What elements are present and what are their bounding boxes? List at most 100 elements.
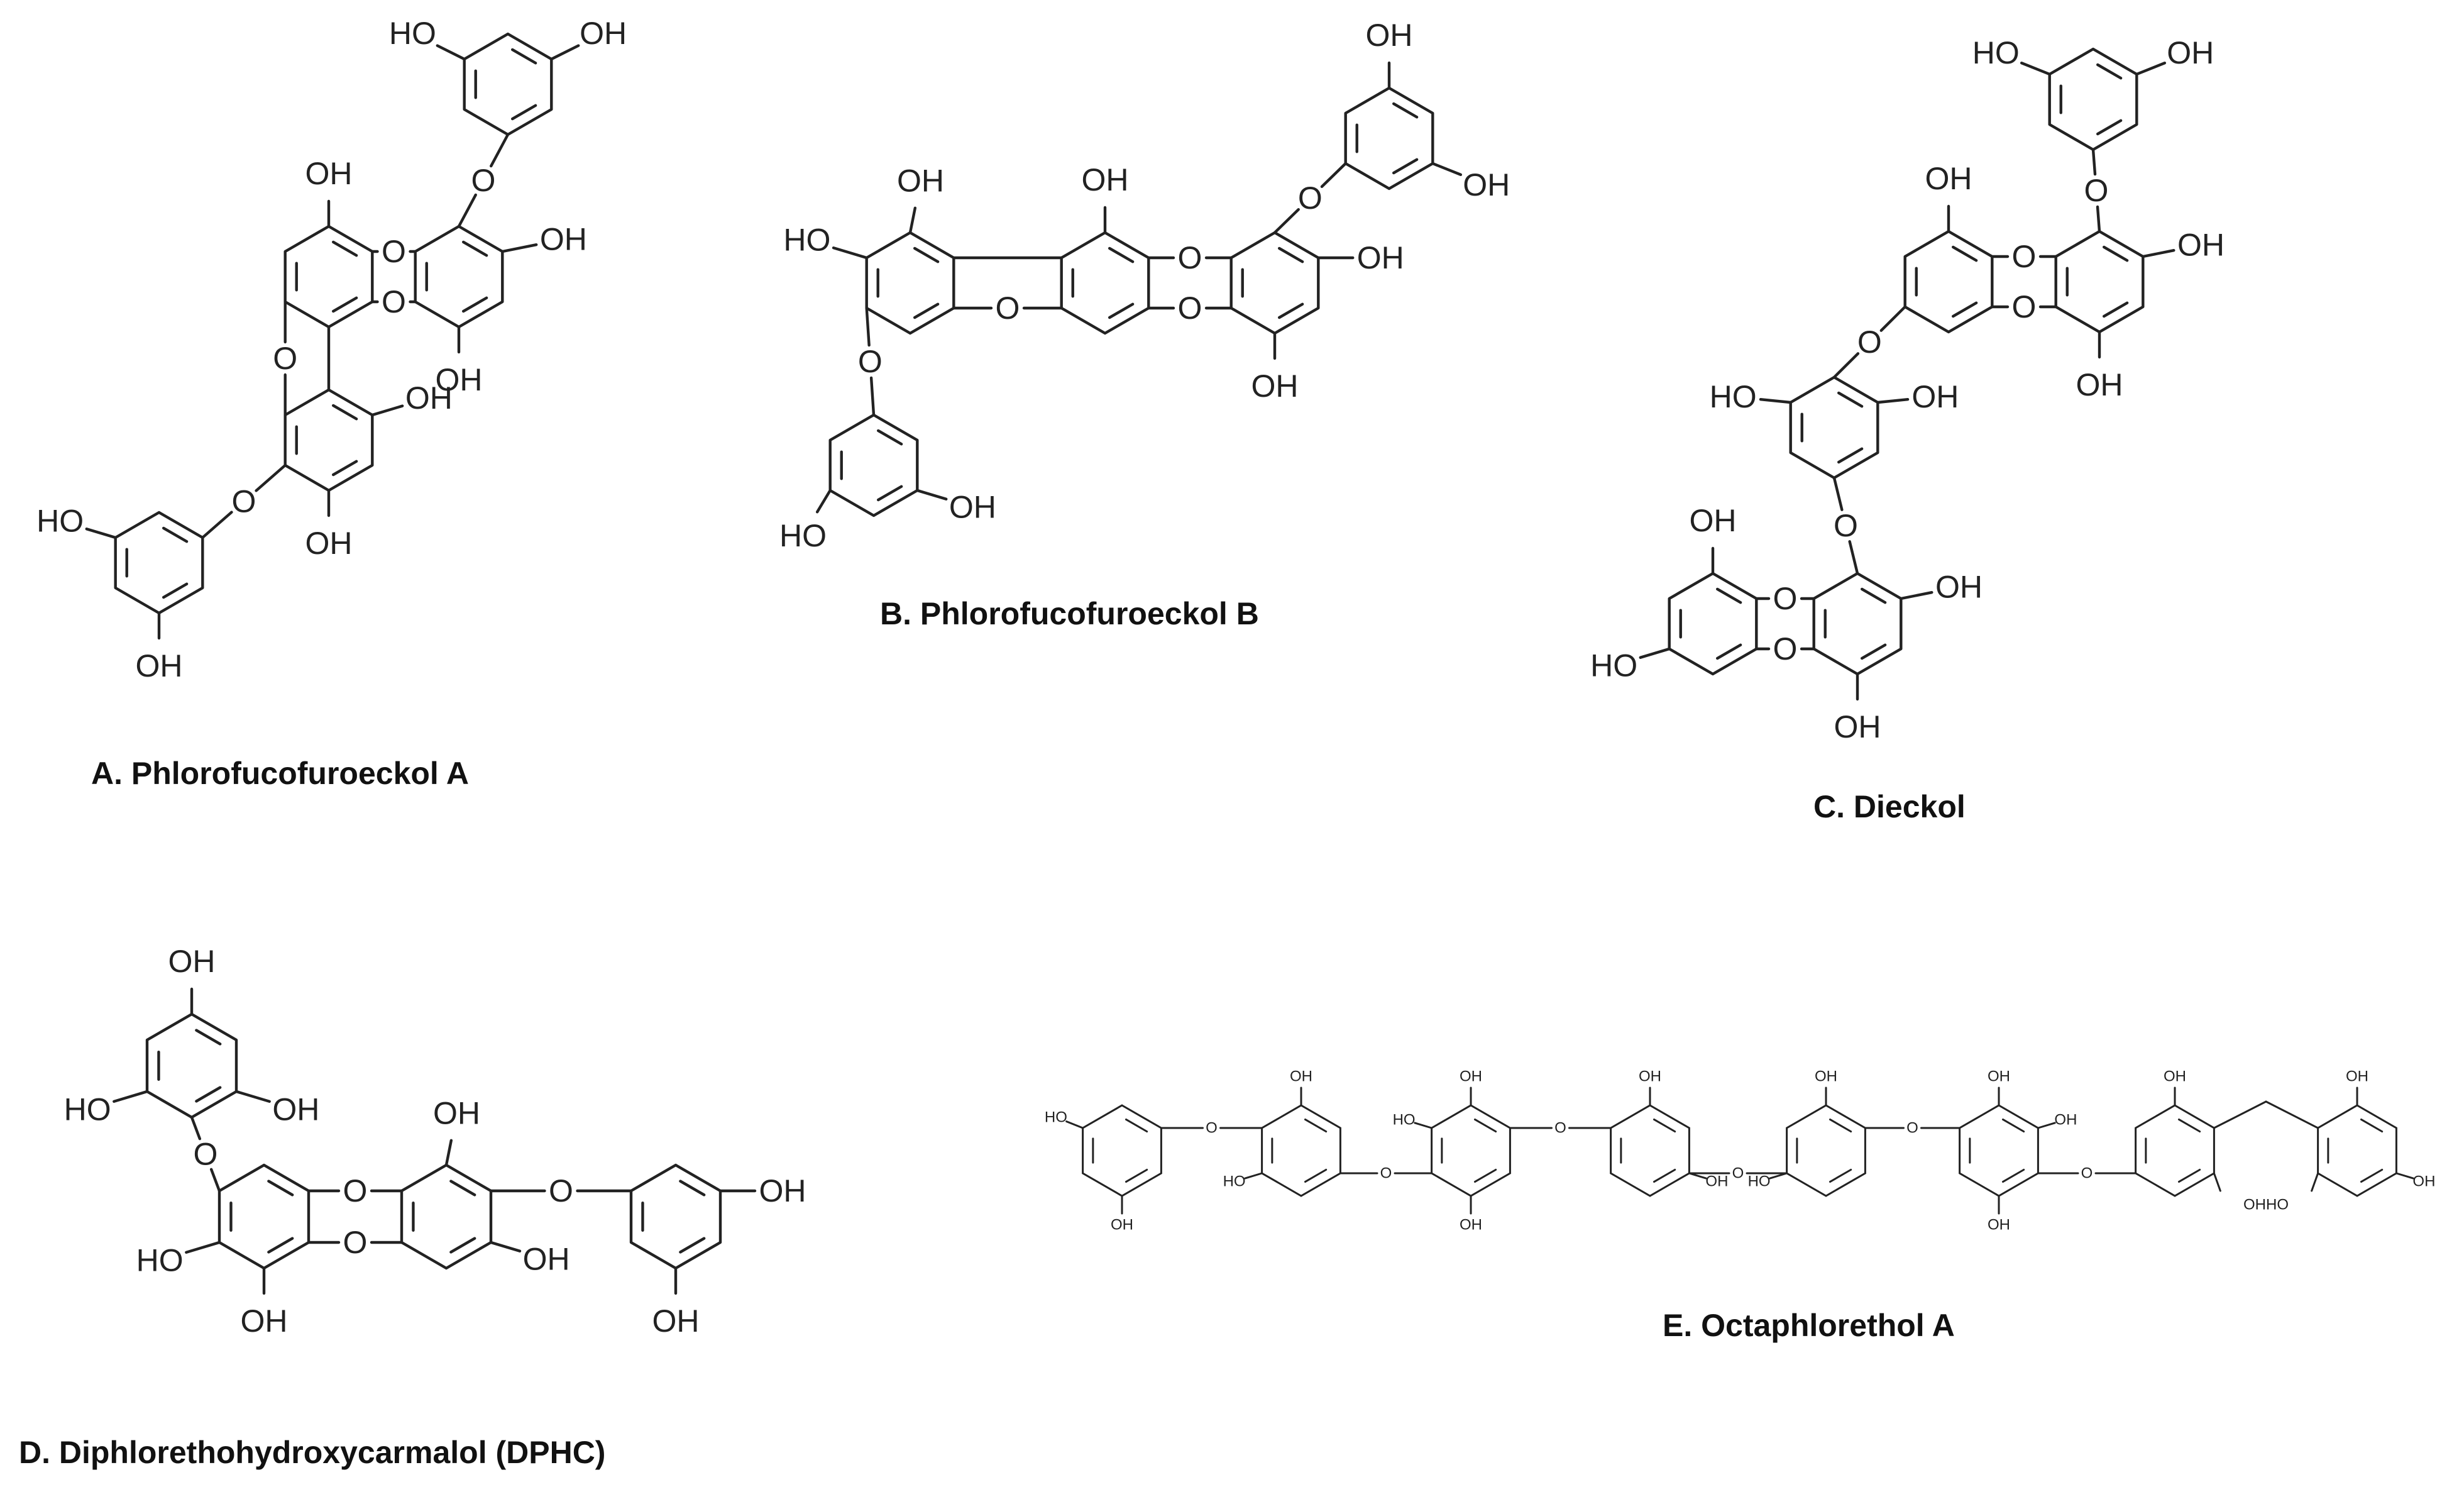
- bond: [1837, 391, 1864, 408]
- hydroxyl-label: HO: [389, 16, 436, 51]
- hydroxyl-label: OH: [1815, 1068, 1837, 1085]
- hydroxyl-label: OH: [2346, 1068, 2368, 1085]
- bond: [1829, 1118, 1852, 1133]
- ether-oxygen: O: [2012, 239, 2037, 274]
- bond: [1829, 1168, 1852, 1183]
- bond: [1277, 246, 1304, 263]
- hydroxyl-label: OH: [2412, 1173, 2435, 1190]
- bond: [1653, 1118, 1676, 1133]
- benzene-ring: [1261, 1104, 1341, 1197]
- hydroxyl-label: OH: [1460, 1217, 1482, 1234]
- bond: [1900, 590, 1933, 600]
- hydroxyl-label: HO: [64, 1092, 111, 1127]
- bond: [1860, 587, 1887, 604]
- bond: [832, 246, 868, 260]
- bond: [1108, 246, 1135, 263]
- hydroxyl-label: OH: [1460, 1068, 1482, 1085]
- ether-oxygen: O: [1773, 631, 1798, 666]
- hydroxyl-label: OH: [1111, 1217, 1133, 1234]
- bond: [1392, 102, 1419, 119]
- hydroxyl-label: OH: [523, 1241, 570, 1276]
- hydroxyl-label: OH: [1639, 1068, 1661, 1085]
- bond: [331, 240, 358, 257]
- bond: [2135, 61, 2167, 76]
- bond: [2020, 61, 2051, 76]
- benzene-ring: [1344, 86, 1434, 191]
- bond: [2265, 1100, 2319, 1129]
- hydroxyl-label: HO: [1748, 1173, 1771, 1190]
- hydroxyl-label: OH: [1988, 1068, 2010, 1085]
- bond: [2213, 1100, 2267, 1129]
- bond: [331, 296, 358, 313]
- ether-oxygen: O: [2012, 289, 2037, 324]
- bond: [876, 429, 903, 446]
- bond: [162, 526, 189, 543]
- bond: [1304, 1118, 1328, 1133]
- bond: [85, 528, 117, 539]
- hydroxyl-label: OH: [2076, 367, 2123, 402]
- bond: [2395, 1172, 2414, 1180]
- bond: [2001, 1168, 2025, 1183]
- hydroxyl-label: OH: [305, 526, 353, 561]
- bond: [815, 489, 832, 514]
- bond: [1832, 352, 1860, 379]
- bond: [510, 104, 537, 121]
- benzene-ring: [414, 224, 504, 329]
- ether-oxygen: O: [2084, 173, 2109, 208]
- hydroxyl-label: OH: [436, 362, 483, 397]
- bond: [1473, 1168, 1497, 1183]
- hydroxyl-label: OH: [949, 489, 996, 524]
- benzene-ring: [463, 32, 553, 136]
- hydroxyl-label: OH: [305, 156, 353, 191]
- hydroxyl-label: OH: [1357, 240, 1404, 275]
- benzene-ring: [1610, 1104, 1690, 1197]
- bond: [1951, 301, 1978, 318]
- hydroxyl-label: OH: [897, 163, 944, 199]
- benzene-ring: [1786, 1104, 1866, 1197]
- bond: [2360, 1168, 2384, 1183]
- panel-caption-c: C. Dieckol: [1813, 789, 1966, 824]
- hydroxyl-label: HO: [1393, 1111, 1416, 1128]
- benzene-ring: [1229, 231, 1320, 335]
- hydroxyl-label: OH: [759, 1173, 806, 1208]
- bond: [162, 582, 189, 599]
- bond: [1832, 476, 1844, 511]
- hydroxyl-label: OH: [1690, 503, 1737, 538]
- hydroxyl-label: OH: [433, 1096, 480, 1131]
- bond: [2037, 1122, 2056, 1129]
- bond: [865, 306, 871, 347]
- bond: [489, 1241, 522, 1252]
- hydroxyl-label: OH: [1366, 18, 1413, 53]
- benzene-ring: [1668, 572, 1758, 676]
- hydroxyl-label: HO: [136, 1242, 184, 1278]
- hydroxyl-label: OH: [1988, 1217, 2010, 1234]
- ether-oxygen: O: [2081, 1165, 2093, 1182]
- benzene-ring: [2135, 1104, 2215, 1197]
- hydroxyl-label: OH: [1251, 368, 1299, 404]
- bond: [1639, 647, 1671, 659]
- bond: [2096, 205, 2101, 233]
- bond: [2102, 245, 2129, 262]
- bond: [2177, 1168, 2201, 1183]
- benzene-ring: [283, 388, 374, 492]
- hydroxyl-label: OH: [1705, 1173, 1728, 1190]
- ether-oxygen: O: [471, 163, 496, 198]
- bond: [2091, 148, 2097, 176]
- bond: [2001, 1118, 2025, 1133]
- hydroxyl-label: OH: [2167, 35, 2214, 70]
- benzene-ring: [1959, 1104, 2039, 1197]
- ether-oxygen: O: [1178, 290, 1202, 326]
- bond: [679, 1237, 706, 1254]
- hydroxyl-label: HO: [1972, 35, 2020, 70]
- ether-oxygen: O: [343, 1173, 368, 1208]
- bond: [331, 460, 358, 477]
- bond: [371, 404, 404, 417]
- bond: [190, 1115, 202, 1141]
- bond: [331, 404, 358, 421]
- benzene-ring: [629, 1163, 722, 1270]
- bond: [2102, 301, 2129, 318]
- bond: [1688, 1172, 1707, 1180]
- hydroxyl-label: OH: [1925, 161, 1972, 196]
- panel-caption-b: B. Phlorofucofuroeckol B: [880, 596, 1259, 631]
